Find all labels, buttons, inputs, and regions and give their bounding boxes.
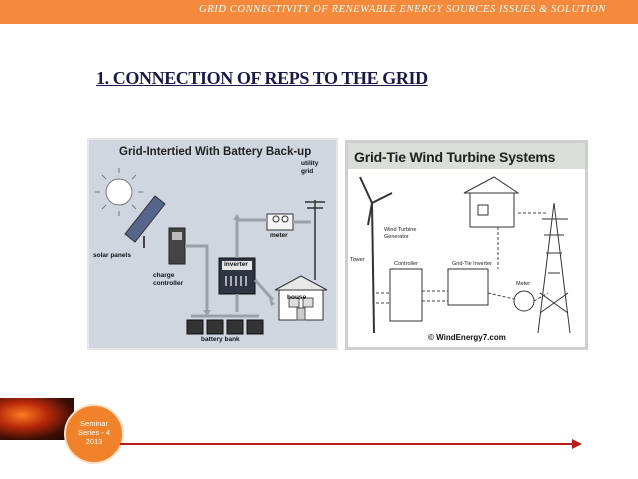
figure-credit: © WindEnergy7.com (428, 333, 506, 342)
wind-turbine-icon (359, 176, 393, 334)
label-wind-turbine-generator: Wind Turbine Generator (384, 227, 417, 240)
volcano-photo (0, 398, 74, 440)
slide-title: 1. CONNECTION OF REPS TO THE GRID (96, 68, 428, 88)
wind-turbine-illustration (348, 169, 585, 347)
label-utility-grid: utility grid (301, 160, 319, 175)
label-battery-bank: battery bank (201, 336, 240, 343)
inverter-box (447, 268, 489, 306)
label-house: house (287, 294, 307, 301)
meter-icon (513, 290, 535, 312)
grid-intertied-illustration (95, 168, 328, 335)
label-meter: Meter (516, 281, 531, 287)
grid-intertied-diagram: Grid-Intertied With Battery Back-up util… (87, 138, 338, 350)
header-text: GRID CONNECTIVITY OF RENEWABLE ENERGY SO… (199, 4, 606, 15)
seminar-badge: Seminar Series - 4 2013 (64, 404, 124, 464)
house-icon (274, 275, 328, 321)
label-inverter: inverter (224, 261, 248, 268)
meter-box (266, 213, 294, 231)
controller-box (389, 268, 423, 322)
battery-bank-icon (186, 319, 264, 335)
label-meter: meter (270, 232, 288, 239)
right-figure-heading: Grid-Tie Wind Turbine Systems (354, 149, 556, 165)
wind-turbine-diagram: Grid-Tie Wind Turbine Systems Wind Turbi… (345, 140, 588, 350)
badge-text: Seminar Series - 4 2013 (77, 419, 111, 446)
label-tower: Tower (350, 257, 365, 263)
decorative-arrow (120, 439, 582, 449)
label-charge-controller: charge controller (153, 272, 183, 287)
left-figure-heading: Grid-Intertied With Battery Back-up (119, 146, 312, 158)
solar-panel (124, 195, 166, 243)
label-solar-panels: solar panels (93, 252, 131, 259)
sun-icon (95, 168, 143, 216)
transmission-tower-icon (537, 202, 571, 334)
utility-pole (305, 200, 325, 280)
label-controller: Controller (394, 261, 418, 267)
header-bar: GRID CONNECTIVITY OF RENEWABLE ENERGY SO… (0, 0, 638, 24)
label-grid-tie-inverter: Grid-Tie Inverter (452, 261, 492, 267)
house-icon (463, 176, 520, 228)
